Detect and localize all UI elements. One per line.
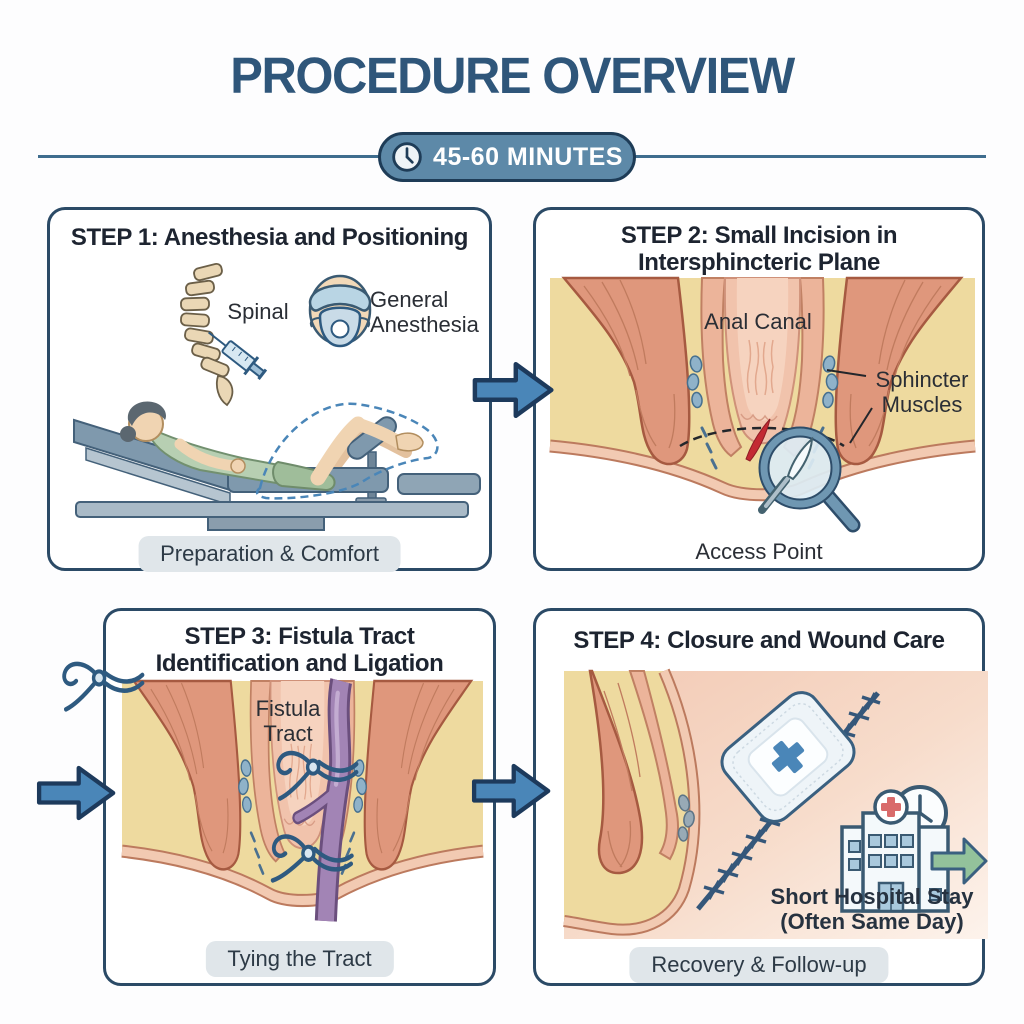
wound-care-illustration bbox=[563, 668, 988, 939]
step2-title-line2: Intersphincteric Plane bbox=[638, 249, 880, 276]
hospital-stay-line1: Short Hospital Stay bbox=[770, 884, 974, 909]
fistula-tract bbox=[292, 678, 353, 922]
clock-icon bbox=[392, 142, 422, 172]
hospital-stay-line2: (Often Same Day) bbox=[780, 909, 964, 934]
sphincter-leader-line bbox=[826, 369, 867, 377]
page-title: PROCEDURE OVERVIEW bbox=[230, 47, 795, 104]
magnifier-scalpel-icon bbox=[758, 426, 861, 533]
incision-mark bbox=[745, 418, 771, 462]
arrow-right-icon bbox=[36, 765, 116, 821]
patient-on-table-illustration bbox=[73, 262, 481, 531]
bandage-icon bbox=[720, 691, 856, 823]
incision-anatomy-illustration bbox=[549, 276, 976, 533]
spine-syringe-icon bbox=[180, 262, 268, 407]
arrow-right-icon bbox=[472, 362, 554, 418]
access-point-label: Access Point bbox=[695, 539, 823, 564]
ligation-clamp-icon bbox=[62, 661, 145, 712]
arrow-right-icon bbox=[471, 763, 551, 819]
step3-panel: STEP 3: Fistula Tract Identification and… bbox=[62, 608, 496, 986]
sphincter-leader-line bbox=[849, 407, 873, 444]
step1-panel: STEP 1: Anesthesia and Positioning bbox=[47, 207, 492, 572]
step1-title: STEP 1: Anesthesia and Positioning bbox=[70, 224, 469, 251]
step4-caption: Recovery & Follow-up bbox=[629, 947, 889, 983]
step2-title-line1: STEP 2: Small Incision in bbox=[620, 222, 898, 249]
fistula-tract-label: Fistula Tract bbox=[255, 696, 321, 746]
duration-badge: 45-60 MINUTES bbox=[378, 132, 636, 182]
closed-tract-remnant bbox=[677, 794, 695, 842]
fistula-ligation-illustration bbox=[62, 661, 483, 922]
general-anesthesia-label: General Anesthesia bbox=[370, 287, 479, 337]
step1-caption: Preparation & Comfort bbox=[138, 536, 401, 572]
green-right-arrow-icon bbox=[930, 837, 988, 885]
red-cross-icon bbox=[881, 797, 901, 817]
anesthesia-mask-icon bbox=[308, 274, 372, 348]
sphincter-muscles-label: Sphincter Muscles bbox=[875, 367, 969, 417]
spinal-label: Spinal bbox=[227, 299, 289, 324]
step3-title-line1: STEP 3: Fistula Tract bbox=[184, 623, 415, 650]
step4-panel: STEP 4: Closure and Wound Care bbox=[533, 608, 988, 986]
step3-caption: Tying the Tract bbox=[205, 941, 394, 977]
anal-canal-label: Anal Canal bbox=[704, 309, 812, 334]
step4-title: STEP 4: Closure and Wound Care bbox=[573, 627, 945, 654]
duration-text: 45-60 MINUTES bbox=[433, 142, 623, 171]
step2-panel: STEP 2: Small Incision in Intersphincter… bbox=[533, 207, 985, 571]
step3-title-line2: Identification and Ligation bbox=[155, 650, 444, 677]
hospital-icon bbox=[840, 785, 988, 913]
